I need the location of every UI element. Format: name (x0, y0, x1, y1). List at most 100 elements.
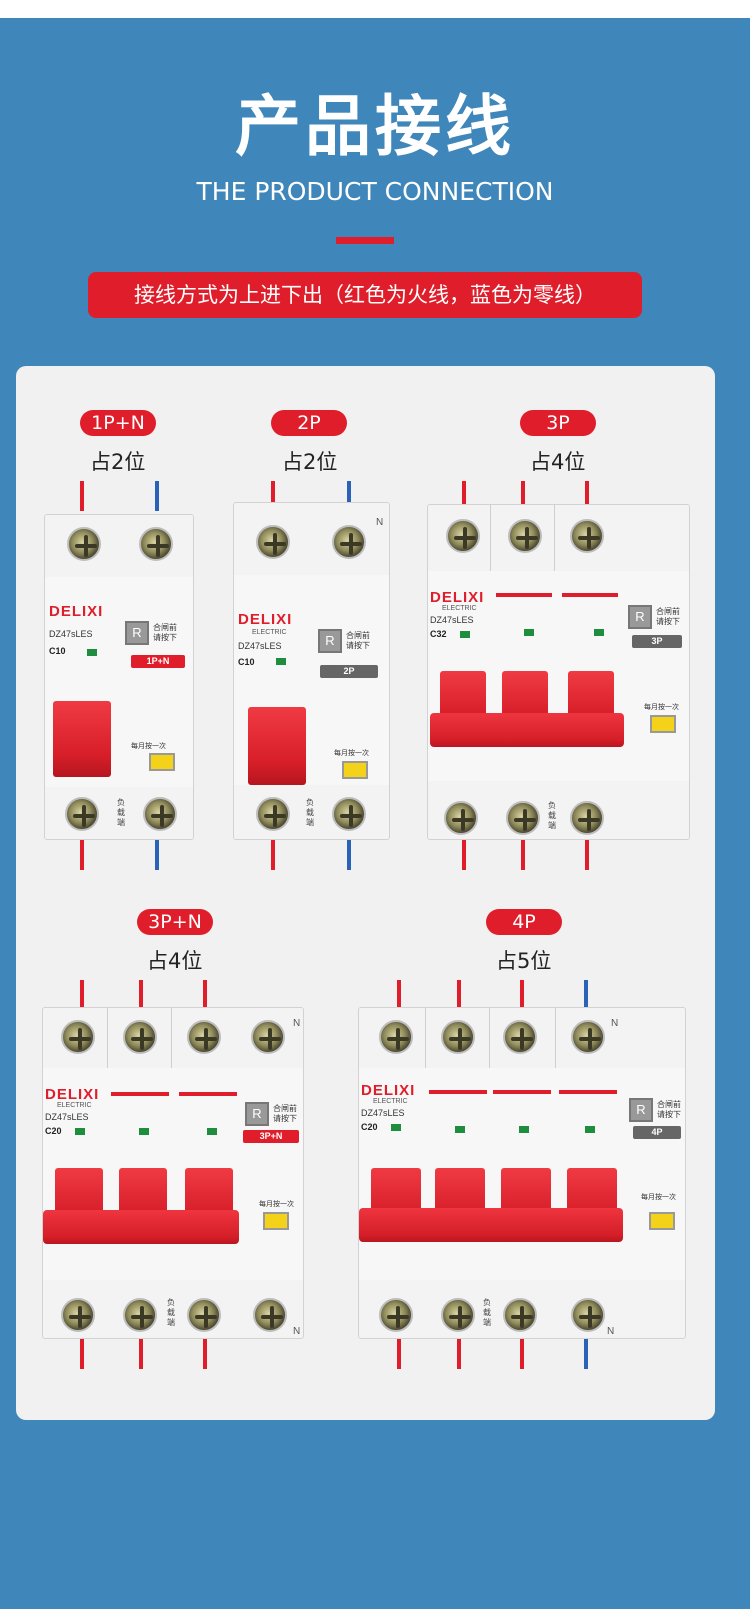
live-wire-out (139, 1339, 143, 1369)
test-button[interactable] (263, 1212, 289, 1230)
status-led (391, 1124, 401, 1131)
brand-logo: DELIXI (45, 1086, 100, 1103)
live-wire-in (397, 980, 401, 1010)
live-wire-out (520, 1339, 524, 1369)
occupy-text-2p: 占2位 (282, 450, 338, 474)
terminal-screw (123, 1298, 157, 1332)
neutral-wire-out (155, 840, 159, 870)
brand-logo: DELIXI (361, 1082, 416, 1099)
terminal-screw (441, 1020, 475, 1054)
test-button[interactable] (649, 1212, 675, 1230)
occupy-text-3p: 占4位 (530, 450, 586, 474)
terminal-screw (503, 1020, 537, 1054)
reset-button[interactable]: R (245, 1102, 269, 1126)
occupy-text-1p-n: 占2位 (90, 450, 146, 474)
product-label-3p-n: 3P+N (137, 909, 213, 935)
status-led (519, 1126, 529, 1133)
breaker-2p: N DELIXI ELECTRIC DZ47sLES C10 R 合闸前 请按下… (233, 502, 390, 840)
pole-tag: 3P (632, 635, 682, 648)
live-wire-in (139, 980, 143, 1010)
test-button[interactable] (342, 761, 368, 779)
live-wire-in (203, 980, 207, 1010)
terminal-screw (379, 1298, 413, 1332)
status-led (207, 1128, 217, 1135)
live-wire-in (585, 481, 589, 511)
operating-handle[interactable] (53, 701, 111, 777)
status-led (594, 629, 604, 636)
pole-tag: 4P (633, 1126, 681, 1139)
terminal-screw (379, 1020, 413, 1054)
status-led (276, 658, 286, 665)
wiring-note-banner: 接线方式为上进下出（红色为火线，蓝色为零线） (88, 272, 642, 318)
live-wire-out (80, 840, 84, 870)
brand-logo: DELIXI (430, 589, 485, 606)
status-led (455, 1126, 465, 1133)
terminal-screw (332, 525, 366, 559)
terminal-screw (444, 801, 478, 835)
terminal-screw (61, 1020, 95, 1054)
terminal-screw (187, 1298, 221, 1332)
brand-logo: DELIXI (238, 611, 293, 628)
test-button[interactable] (650, 715, 676, 733)
reset-button[interactable]: R (125, 621, 149, 645)
pole-tag: 1P+N (131, 655, 185, 668)
live-wire-in (520, 980, 524, 1010)
status-led (139, 1128, 149, 1135)
operating-handle[interactable] (248, 707, 306, 785)
reset-button[interactable]: R (318, 629, 342, 653)
terminal-screw (506, 801, 540, 835)
occupy-text-4p: 占5位 (496, 949, 552, 973)
live-wire-out (80, 1339, 84, 1369)
status-led (75, 1128, 85, 1135)
terminal-screw (143, 797, 177, 831)
live-wire-out (457, 1339, 461, 1369)
live-wire-out (521, 840, 525, 870)
reset-button[interactable]: R (628, 605, 652, 629)
product-label-3p: 3P (520, 410, 596, 436)
terminal-screw (570, 801, 604, 835)
neutral-wire-in (584, 980, 588, 1010)
operating-handle[interactable] (43, 1210, 239, 1244)
occupy-text-3p-n: 占4位 (147, 949, 203, 973)
live-wire-out (585, 840, 589, 870)
breaker-4p: N DELIXI ELECTRIC DZ47sLES C20 R 合闸前 请按下… (358, 1007, 686, 1339)
brand-logo: DELIXI (49, 603, 104, 620)
product-label-1p-n: 1P+N (80, 410, 156, 436)
terminal-screw (446, 519, 480, 553)
neutral-wire-in (347, 481, 351, 511)
terminal-screw (332, 797, 366, 831)
terminal-screw (253, 1298, 287, 1332)
terminal-screw (508, 519, 542, 553)
terminal-screw (139, 527, 173, 561)
operating-handle[interactable] (359, 1208, 623, 1242)
terminal-screw (67, 527, 101, 561)
test-button[interactable] (149, 753, 175, 771)
terminal-screw (123, 1020, 157, 1054)
status-led (460, 631, 470, 638)
terminal-screw (571, 1298, 605, 1332)
breaker-1p-n: DELIXI DZ47sLES C10 R 合闸前 请按下 1P+N 每月按一次… (44, 514, 194, 840)
reset-button[interactable]: R (629, 1098, 653, 1122)
product-label-2p: 2P (271, 410, 347, 436)
live-wire-out (397, 1339, 401, 1369)
pole-tag: 3P+N (243, 1130, 299, 1143)
live-wire-in (80, 980, 84, 1010)
terminal-screw (65, 797, 99, 831)
live-wire-in (271, 481, 275, 511)
terminal-screw (61, 1298, 95, 1332)
live-wire-out (271, 840, 275, 870)
live-wire-out (203, 1339, 207, 1369)
terminal-screw (187, 1020, 221, 1054)
page-subtitle: THE PRODUCT CONNECTION (196, 177, 554, 206)
product-label-4p: 4P (486, 909, 562, 935)
operating-handle[interactable] (430, 713, 624, 747)
page-title: 产品接线 (235, 88, 515, 165)
live-wire-in (521, 481, 525, 511)
neutral-wire-out (584, 1339, 588, 1369)
live-wire-in (80, 481, 84, 511)
terminal-screw (570, 519, 604, 553)
status-led (87, 649, 97, 656)
status-led (524, 629, 534, 636)
live-wire-in (457, 980, 461, 1010)
breaker-3p: DELIXI ELECTRIC DZ47sLES C32 R 合闸前 请按下 3… (427, 504, 690, 840)
